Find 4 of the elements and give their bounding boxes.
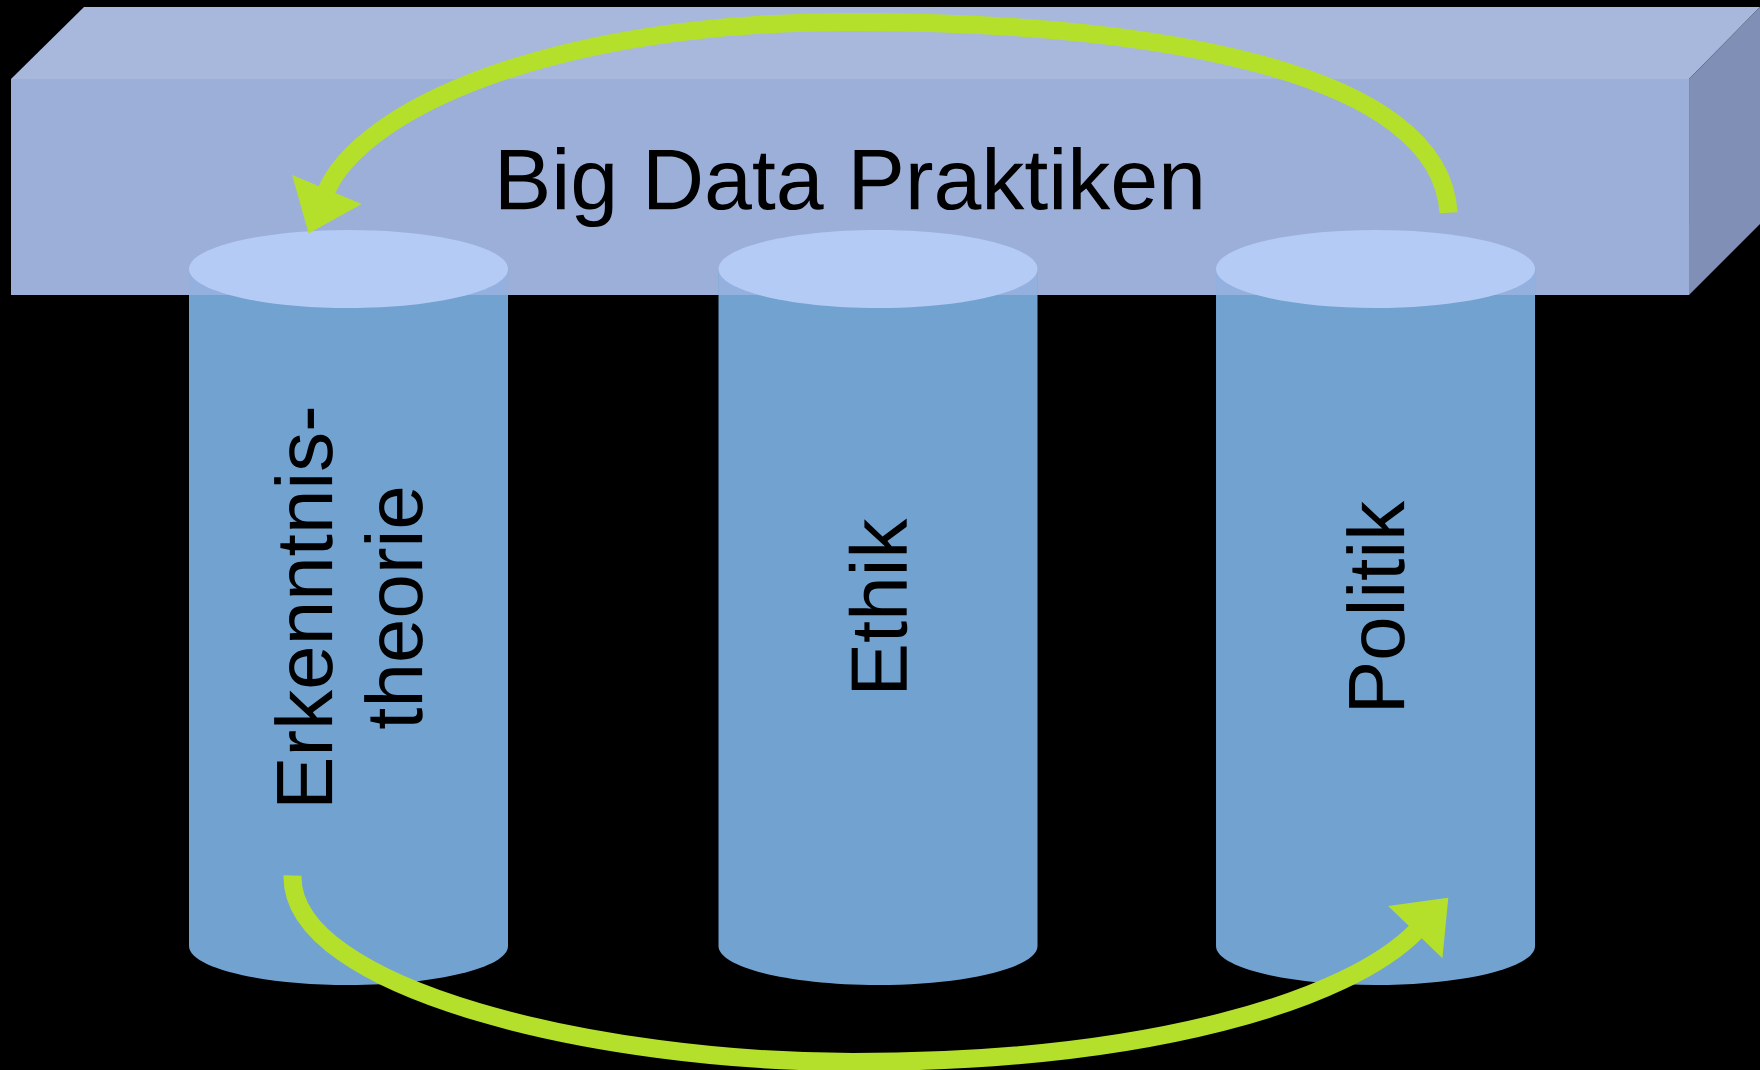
cylinder: Erkenntnis- theorie <box>189 230 508 985</box>
slab-label: Big Data Praktiken <box>500 146 1201 228</box>
cylinder: Ethik <box>718 230 1038 985</box>
cylinder: Politik <box>1216 230 1535 985</box>
